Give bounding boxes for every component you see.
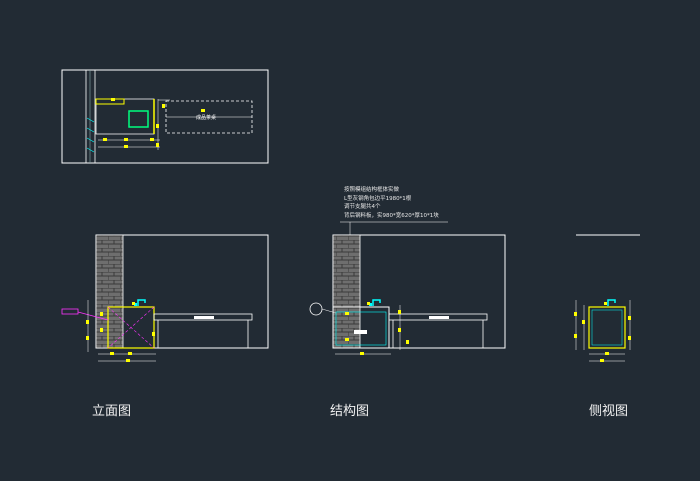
elevation-view-title: 立面图: [92, 404, 132, 419]
structure-notes: 按照模组结构框体实做 L型灰钢角包边平1980*1根 调节支腿共4个 背后钢料板…: [344, 186, 439, 220]
structure-view-title: 结构图: [330, 404, 370, 419]
side-view: [574, 234, 640, 362]
note-line-2: L型灰钢角包边平1980*1根: [344, 195, 412, 202]
note-line-1: 按照模组结构框体实做: [344, 187, 400, 193]
structure-view: [309, 221, 506, 355]
plan-table-label: 成品茶桌: [196, 114, 216, 121]
note-line-3: 调节支腿共4个: [344, 204, 381, 210]
note-line-4: 背后钢料板，实980*宽620*厚10*1块: [344, 212, 439, 219]
elevation-view: [61, 234, 269, 362]
plan-view: 成品茶桌: [61, 69, 269, 164]
side-view-title: 侧视图: [589, 404, 629, 419]
